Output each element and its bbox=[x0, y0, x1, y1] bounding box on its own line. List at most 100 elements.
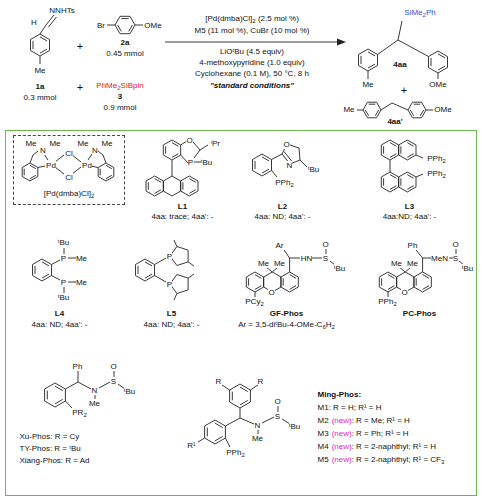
structure-text: GF-Phos bbox=[270, 309, 303, 318]
structure-text: Cl bbox=[65, 149, 73, 158]
scheme-label: 0.3 mmol bbox=[24, 93, 57, 102]
structure-text: L2 bbox=[278, 202, 287, 211]
scheme-label: OMe bbox=[144, 21, 161, 30]
structure-text: Me bbox=[76, 278, 87, 287]
scheme-label: NNHTs bbox=[49, 6, 74, 15]
structure-text: [Pd(dmba)Cl]2 bbox=[44, 189, 94, 198]
structure-text: TY-Phos: R = ᵗBu bbox=[20, 444, 81, 453]
structure-text: ᵗBu bbox=[58, 238, 70, 247]
scheme-label: 1a bbox=[36, 82, 45, 91]
structure-text: R¹ bbox=[187, 441, 195, 450]
structure-text: P bbox=[188, 158, 193, 167]
structure-text: Me bbox=[76, 254, 87, 263]
structure-text: R bbox=[258, 377, 264, 386]
structure-text: O bbox=[401, 288, 407, 297]
structure-text: PPh2 bbox=[427, 154, 445, 163]
structure-text: ⁱPr bbox=[211, 139, 220, 148]
structure-text: ᵗBu bbox=[308, 165, 320, 174]
structure-text: O bbox=[322, 240, 328, 249]
structure-text: : R = Me; R¹ = H bbox=[352, 416, 410, 425]
structure-text: N bbox=[40, 146, 46, 155]
structure-text: O bbox=[186, 136, 192, 145]
structure-text: S bbox=[275, 412, 280, 421]
scheme-label: OMe bbox=[429, 80, 446, 89]
structure-text: 4aa: trace; 4aa': - bbox=[151, 212, 213, 221]
ligand-panel: L14aa: trace; 4aa': -OⁱPrPᵗBuL24aa: ND; … bbox=[5, 130, 477, 496]
structure-text: Pd bbox=[82, 161, 92, 170]
structure-text: O bbox=[274, 397, 280, 406]
scheme-label: PhMe2SiBpin bbox=[96, 81, 143, 90]
structure-text: Me bbox=[274, 259, 285, 268]
structure-text: L1 bbox=[178, 202, 187, 211]
structure-text: M5 bbox=[318, 455, 329, 464]
structure-text: ᵗBu bbox=[334, 264, 346, 273]
scheme-label: 4aa bbox=[393, 60, 406, 69]
structure-text: Xu-Phos: R = Cy bbox=[20, 432, 80, 441]
structure-text: PPh2 bbox=[378, 297, 396, 306]
scheme-label: 4aa' bbox=[387, 117, 402, 126]
structure-text: Ph bbox=[73, 362, 83, 371]
structure-text: PPh2 bbox=[427, 169, 445, 178]
structure-text: Me bbox=[258, 259, 269, 268]
scheme-label: Br bbox=[97, 21, 105, 30]
structure-text: : R = 2-naphthyl; R¹ = H bbox=[352, 442, 436, 451]
structure-text: P bbox=[167, 280, 172, 289]
structure-text: 4aa: ND; 4aa': - bbox=[255, 212, 311, 221]
reaction-arrowhead bbox=[337, 39, 346, 46]
structure-text: 4aa:ND; 4aa': - bbox=[383, 212, 437, 221]
structure-text: Xiang-Phos: R = Ad bbox=[20, 456, 90, 465]
structure-text: L3 bbox=[405, 202, 414, 211]
structure-text: Cl bbox=[65, 173, 73, 182]
structure-text: 4aa: ND; 4aa': - bbox=[32, 320, 88, 329]
scheme-label: LiOᵗBu (4.5 equiv) bbox=[220, 47, 284, 56]
structure-text: N bbox=[287, 161, 293, 170]
catalyst-box: [Pd(dmba)Cl]2MeNMeMeNMePdClClPd bbox=[13, 135, 125, 205]
structure-text: L5 bbox=[167, 309, 176, 318]
scheme-label: OMe bbox=[434, 105, 451, 114]
structure-text: 4aa: ND; 4aa': - bbox=[144, 320, 200, 329]
structure-text: P bbox=[61, 278, 66, 287]
structure-text: PCy2 bbox=[245, 297, 263, 306]
structure-text: : R = 2-naphthyl; R¹ = CF3 bbox=[352, 455, 445, 464]
structure-text: S bbox=[323, 254, 328, 263]
structure-text: M3 bbox=[318, 429, 329, 438]
structure-text: L4 bbox=[55, 309, 64, 318]
scheme-label: Me bbox=[34, 66, 45, 75]
structure-text: ᵗBu bbox=[58, 293, 70, 302]
scheme-label: + bbox=[77, 81, 83, 93]
structure-text: O bbox=[268, 288, 274, 297]
structure-text: Me bbox=[25, 139, 36, 148]
structure-text: P bbox=[167, 252, 172, 261]
structure-text: M4 bbox=[318, 442, 329, 451]
structure-text: PC-Phos bbox=[403, 309, 436, 318]
scheme-label: 4-methoxypyridine (1.0 equiv) bbox=[199, 58, 304, 67]
scheme-label: Cyclohexane (0.1 M), 50 °C, 8 h bbox=[195, 69, 309, 78]
scheme-label: + bbox=[401, 84, 407, 96]
structure-text: ᵗBu bbox=[462, 264, 474, 273]
scheme-label: SiMe2Ph bbox=[404, 8, 435, 17]
scheme-label: Me bbox=[362, 80, 373, 89]
structure-text: Pd bbox=[46, 161, 56, 170]
structure-text: PPh2 bbox=[275, 178, 293, 187]
structure-text: M2 bbox=[318, 416, 329, 425]
structure-text: (new) bbox=[332, 455, 352, 464]
structure-text: Ar = 3,5-diᵗBu-4-OMe-C6H2 bbox=[238, 320, 335, 329]
structure-text: S bbox=[111, 377, 116, 386]
scheme-label: 0.9 mmol bbox=[104, 103, 137, 112]
structure-text: MeN bbox=[431, 254, 448, 263]
structure-text: N bbox=[92, 146, 98, 155]
scheme-label: Me bbox=[343, 105, 354, 114]
scheme-label: [Pd(dmba)Cl]2 (2.5 mol %) bbox=[205, 14, 299, 23]
structure-text: (new) bbox=[332, 416, 352, 425]
structure-text: Me bbox=[101, 139, 112, 148]
structure-text: R bbox=[216, 377, 222, 386]
structure-text: O bbox=[283, 140, 289, 149]
structure-text: : R = Ph; R¹ = H bbox=[352, 429, 409, 438]
scheme-label: 3 bbox=[118, 92, 122, 101]
scheme-label: H bbox=[31, 18, 37, 27]
structure-text: O bbox=[110, 362, 116, 371]
structure-text: Me bbox=[252, 434, 263, 443]
structure-text: (new) bbox=[332, 429, 352, 438]
structure-text: M1: R = H; R¹ = H bbox=[318, 403, 382, 412]
